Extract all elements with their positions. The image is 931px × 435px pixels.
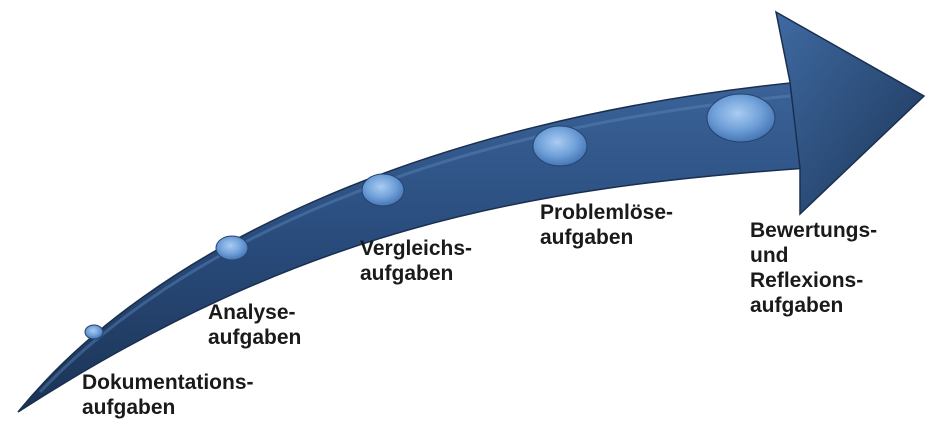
step-label-line: Bewertungs- [750,219,878,242]
step-label-line: Analyse- [208,301,296,324]
step-label-line: Dokumentations- [82,371,254,394]
arrow-head [774,10,926,216]
step-label-line: und [750,244,789,267]
step-dot-4 [532,125,588,167]
step-label-line: aufgaben [82,396,176,419]
step-dot-1 [84,324,104,340]
step-label-line: Problemlöse- [540,201,674,224]
step-dot-3 [361,173,405,207]
arrow-highlight [38,94,791,394]
step-label-line: aufgaben [208,326,302,349]
step-label-line: Reflexions- [750,269,864,292]
step-label-problemloese: Problemlöse- aufgaben [540,200,673,250]
step-label-analyse: Analyse- aufgaben [208,300,301,350]
step-dot-5 [706,93,776,143]
step-label-line: Vergleichs- [360,237,473,260]
step-label-line: aufgaben [750,294,844,317]
step-label-vergleich: Vergleichs- aufgaben [360,236,472,286]
step-label-line: aufgaben [360,262,454,285]
step-label-line: aufgaben [540,226,634,249]
step-dot-2 [215,235,249,261]
step-label-dokumentation: Dokumentations- aufgaben [82,370,254,420]
step-label-bewertung-reflexion: Bewertungs- und Reflexions- aufgaben [750,218,877,318]
